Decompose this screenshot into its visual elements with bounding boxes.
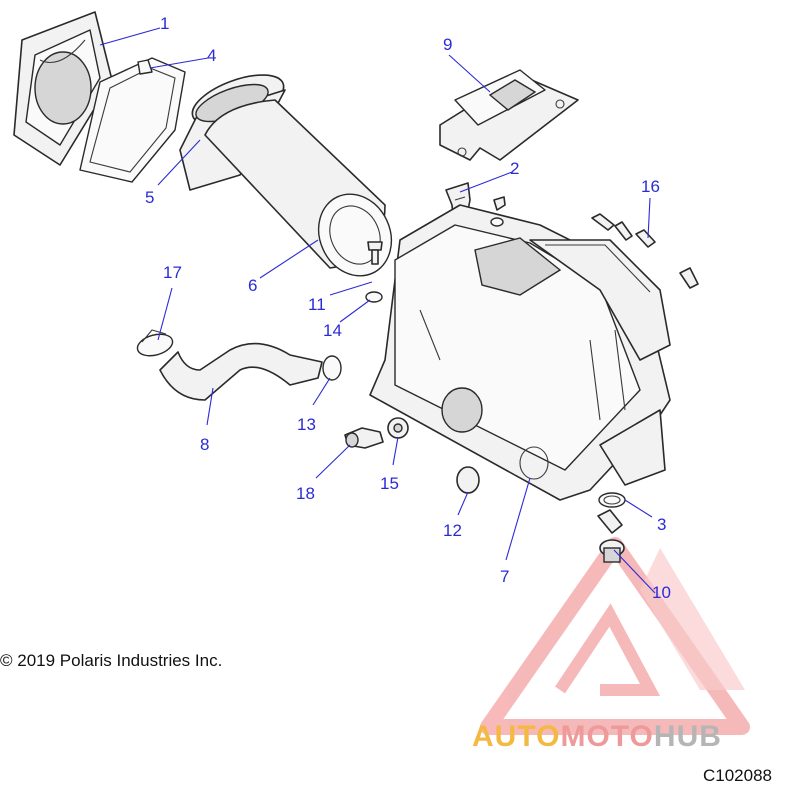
callout-2: 2 — [510, 159, 519, 178]
copyright-notice: © 2019 Polaris Industries Inc. — [0, 651, 223, 670]
watermark-logo-icon — [480, 537, 750, 735]
callout-18: 18 — [296, 484, 315, 503]
callout-17: 17 — [163, 263, 182, 282]
callout-12: 12 — [443, 521, 462, 540]
part-airbox-housing — [369, 204, 671, 501]
callout-1: 1 — [160, 14, 169, 33]
callout-15: 15 — [380, 474, 399, 493]
part-screws-16 — [490, 196, 699, 289]
callout-14: 14 — [323, 321, 342, 340]
part-washer-14 — [365, 291, 383, 303]
callout-4: 4 — [207, 46, 216, 65]
part-seal-gasket — [79, 57, 186, 183]
callout-8: 8 — [200, 435, 209, 454]
watermark-brand: AUTOMOTOHUB — [472, 720, 722, 754]
watermark-text-moto: MOTO — [560, 720, 654, 753]
part-plug-12 — [456, 466, 480, 494]
callout-6: 6 — [248, 276, 257, 295]
callouts: 1 2 3 4 5 6 7 8 9 10 11 12 13 14 15 16 1… — [145, 14, 671, 602]
part-screw-11 — [367, 241, 383, 265]
leader-lines — [99, 27, 656, 594]
part-vent-cover — [439, 69, 579, 161]
part-sensor-18 — [344, 427, 384, 449]
part-grommet-15 — [387, 417, 409, 439]
callout-10: 10 — [652, 583, 671, 602]
part-drain-hose — [159, 342, 323, 401]
callout-16: 16 — [641, 177, 660, 196]
watermark-text-auto: AUTO — [472, 720, 561, 753]
callout-13: 13 — [297, 415, 316, 434]
part-oring-3 — [598, 492, 626, 508]
part-inlet-boot — [13, 11, 113, 166]
callout-7: 7 — [500, 567, 509, 586]
watermark-text-hub: HUB — [653, 720, 722, 753]
callout-11: 11 — [308, 295, 326, 314]
part-clamp-17 — [136, 329, 174, 357]
callout-9: 9 — [443, 35, 452, 54]
part-clamp-13 — [322, 355, 342, 381]
callout-5: 5 — [145, 188, 154, 207]
callout-3: 3 — [657, 515, 666, 534]
diagram-code: C102088 — [703, 766, 773, 785]
